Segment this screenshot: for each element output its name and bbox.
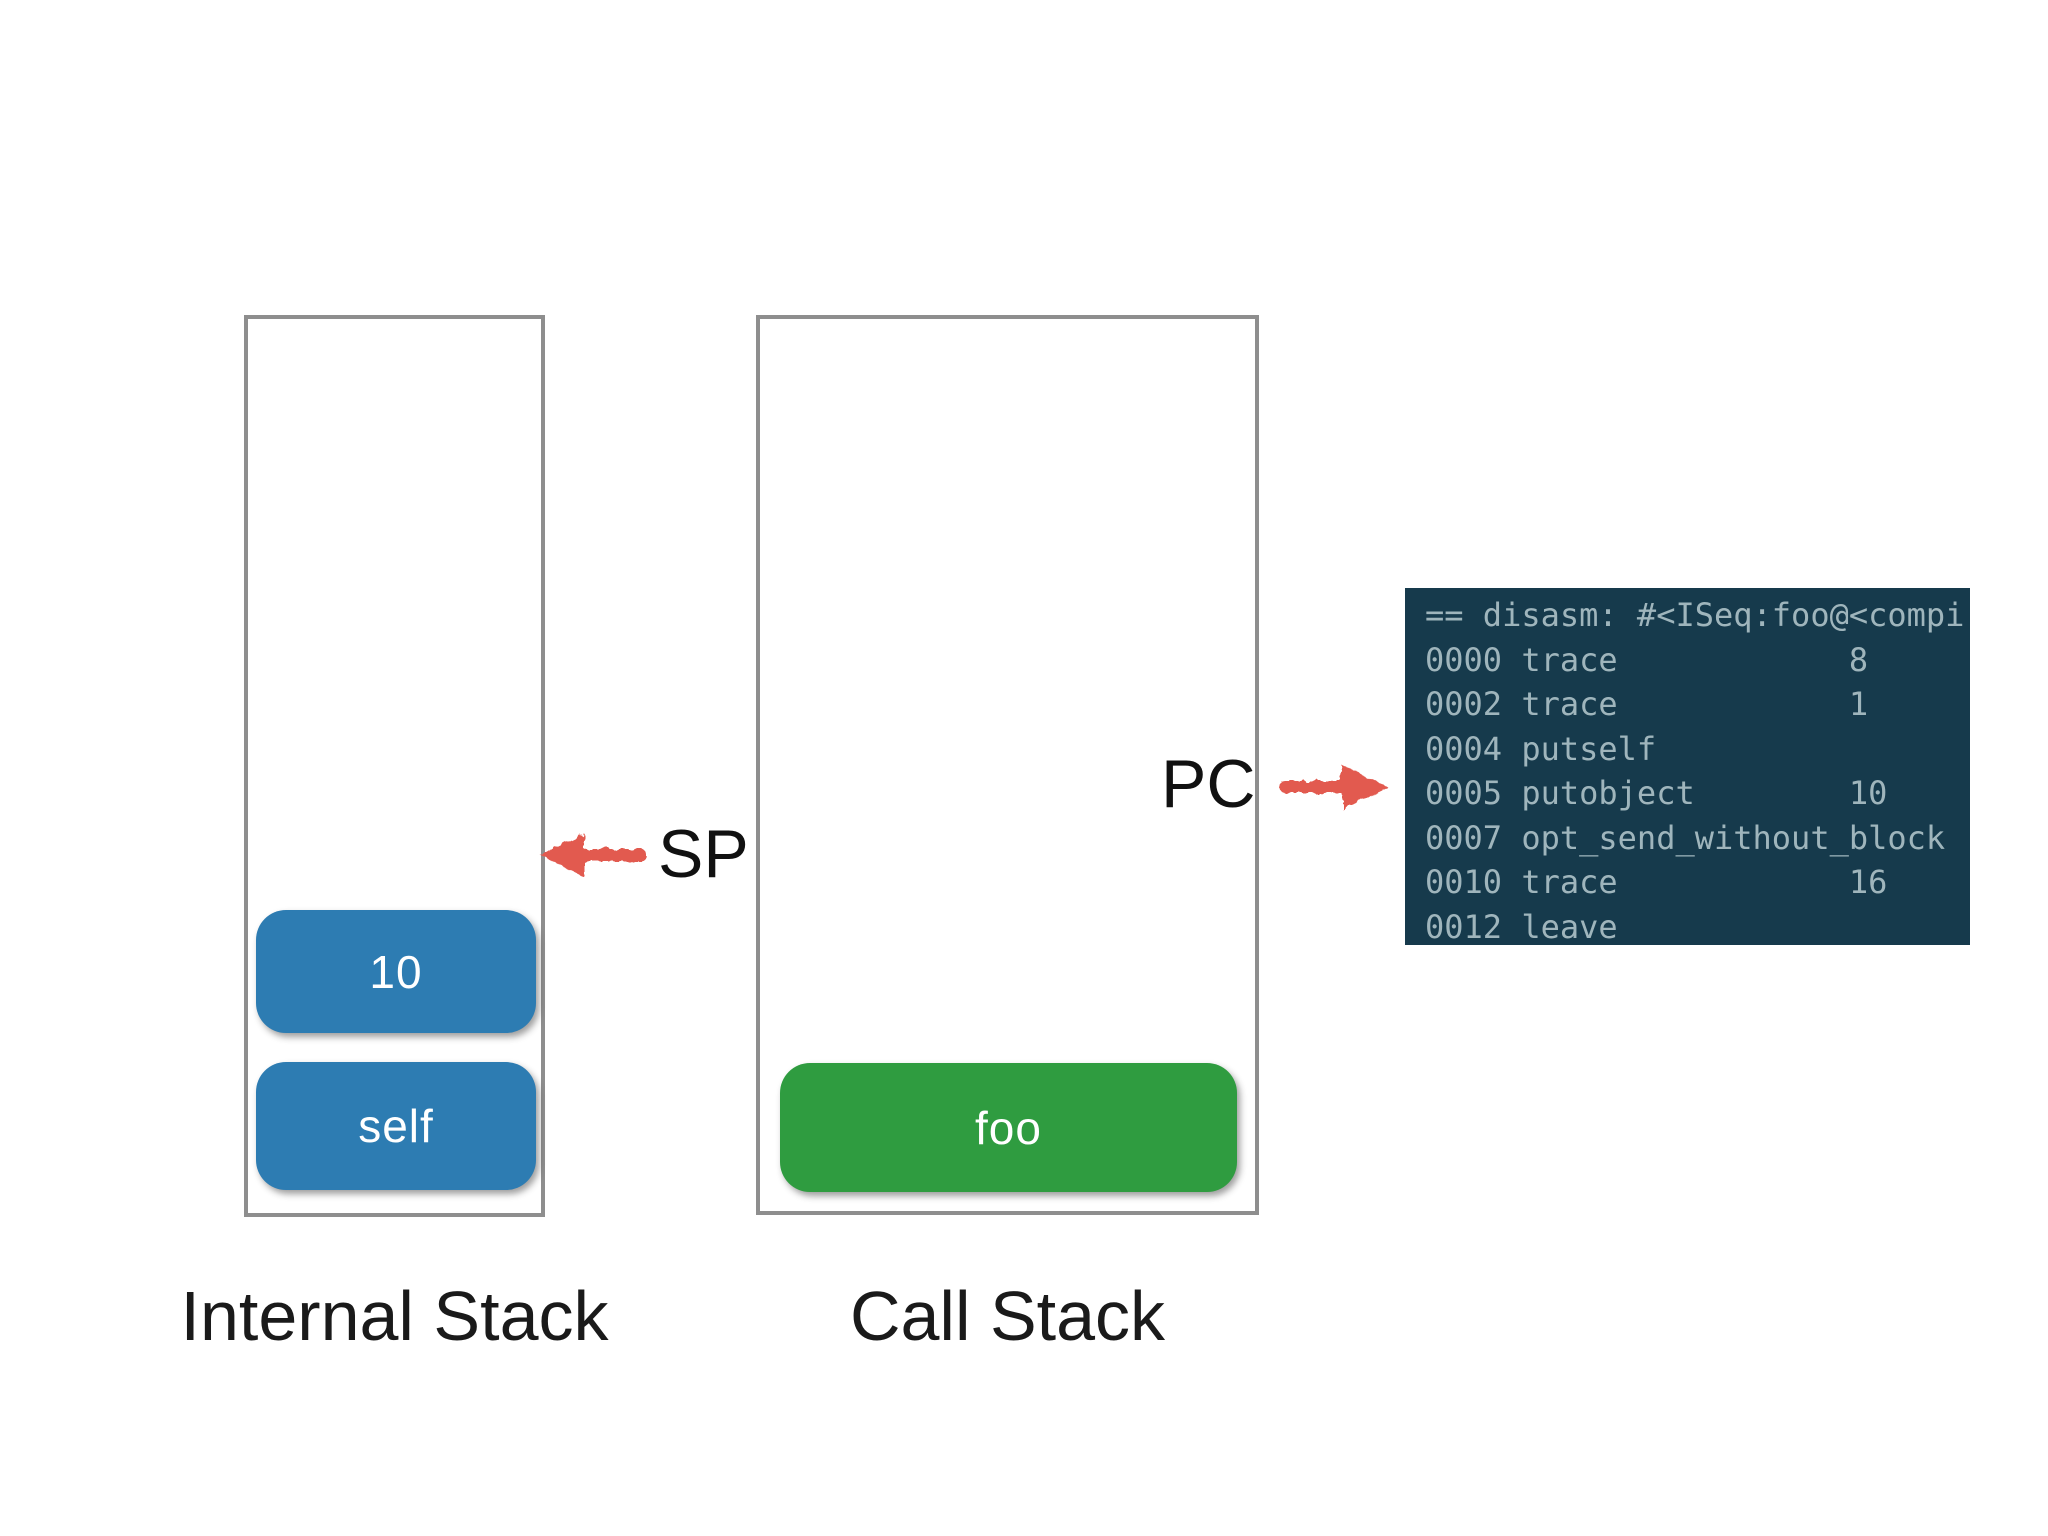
disasm-line: 0004 putself — [1425, 729, 1657, 768]
pc-arrow-icon — [1272, 757, 1392, 817]
call-stack-cell-foo: foo — [780, 1063, 1237, 1192]
sp-label: SP — [658, 816, 749, 892]
internal-stack-cell-self: self — [256, 1062, 536, 1190]
internal-stack-caption: Internal Stack — [180, 1277, 609, 1355]
disasm-line: 0012 leave — [1425, 907, 1618, 946]
disasm-line: 0005 putobject 10 — [1425, 774, 1888, 812]
pc-label: PC — [1161, 746, 1256, 822]
disasm-line: 0002 trace 1 — [1425, 685, 1869, 723]
sp-arrow-icon — [536, 826, 650, 884]
disasm-line: 0007 opt_send_without_block — [1425, 818, 1946, 857]
cell-value: 10 — [369, 945, 423, 998]
disasm-line: == disasm: #<ISeq:foo@<compi — [1425, 596, 1965, 634]
cell-value: foo — [975, 1101, 1042, 1154]
call-stack-caption: Call Stack — [849, 1277, 1166, 1355]
internal-stack-cell-10: 10 — [256, 910, 536, 1033]
disasm-terminal: == disasm: #<ISeq:foo@<compi 0000 trace … — [1405, 588, 1970, 945]
disasm-line: 0010 trace 16 — [1425, 863, 1888, 901]
disasm-line: 0000 trace 8 — [1425, 640, 1869, 679]
cell-value: self — [358, 1100, 434, 1152]
